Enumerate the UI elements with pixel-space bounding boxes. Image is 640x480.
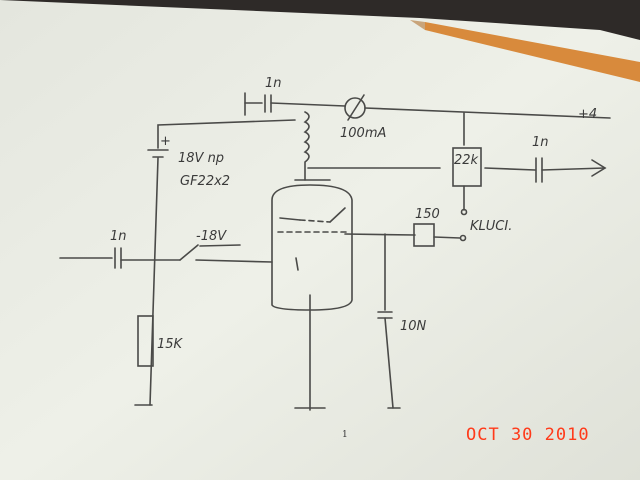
label-150: 150	[415, 207, 440, 222]
label-key: KLUCI.	[470, 219, 512, 234]
circuit-wires	[59, 92, 611, 411]
schematic-labels: 1n 100mA +4 + 18V np GF22x2 22k 1n 150 K…	[110, 76, 597, 352]
pencil	[410, 20, 640, 82]
label-battery: 18V np	[178, 151, 224, 166]
label-bias: -18V	[196, 229, 227, 244]
date-stamp: OCT 30 2010	[466, 425, 590, 445]
label-cap-in: 1n	[110, 229, 127, 244]
background-dark	[0, 0, 640, 40]
label-battery-type: GF22x2	[180, 174, 230, 189]
label-15k: 15K	[157, 337, 184, 352]
label-22k: 22k	[454, 153, 479, 168]
label-plus: +	[160, 134, 171, 149]
label-10n: 10N	[400, 319, 427, 334]
label-cap-out: 1n	[532, 135, 549, 150]
label-cap-top: 1n	[265, 76, 282, 91]
label-supply: +4	[578, 107, 597, 122]
label-meter: 100mA	[340, 126, 386, 141]
page-number: 1	[342, 430, 348, 440]
